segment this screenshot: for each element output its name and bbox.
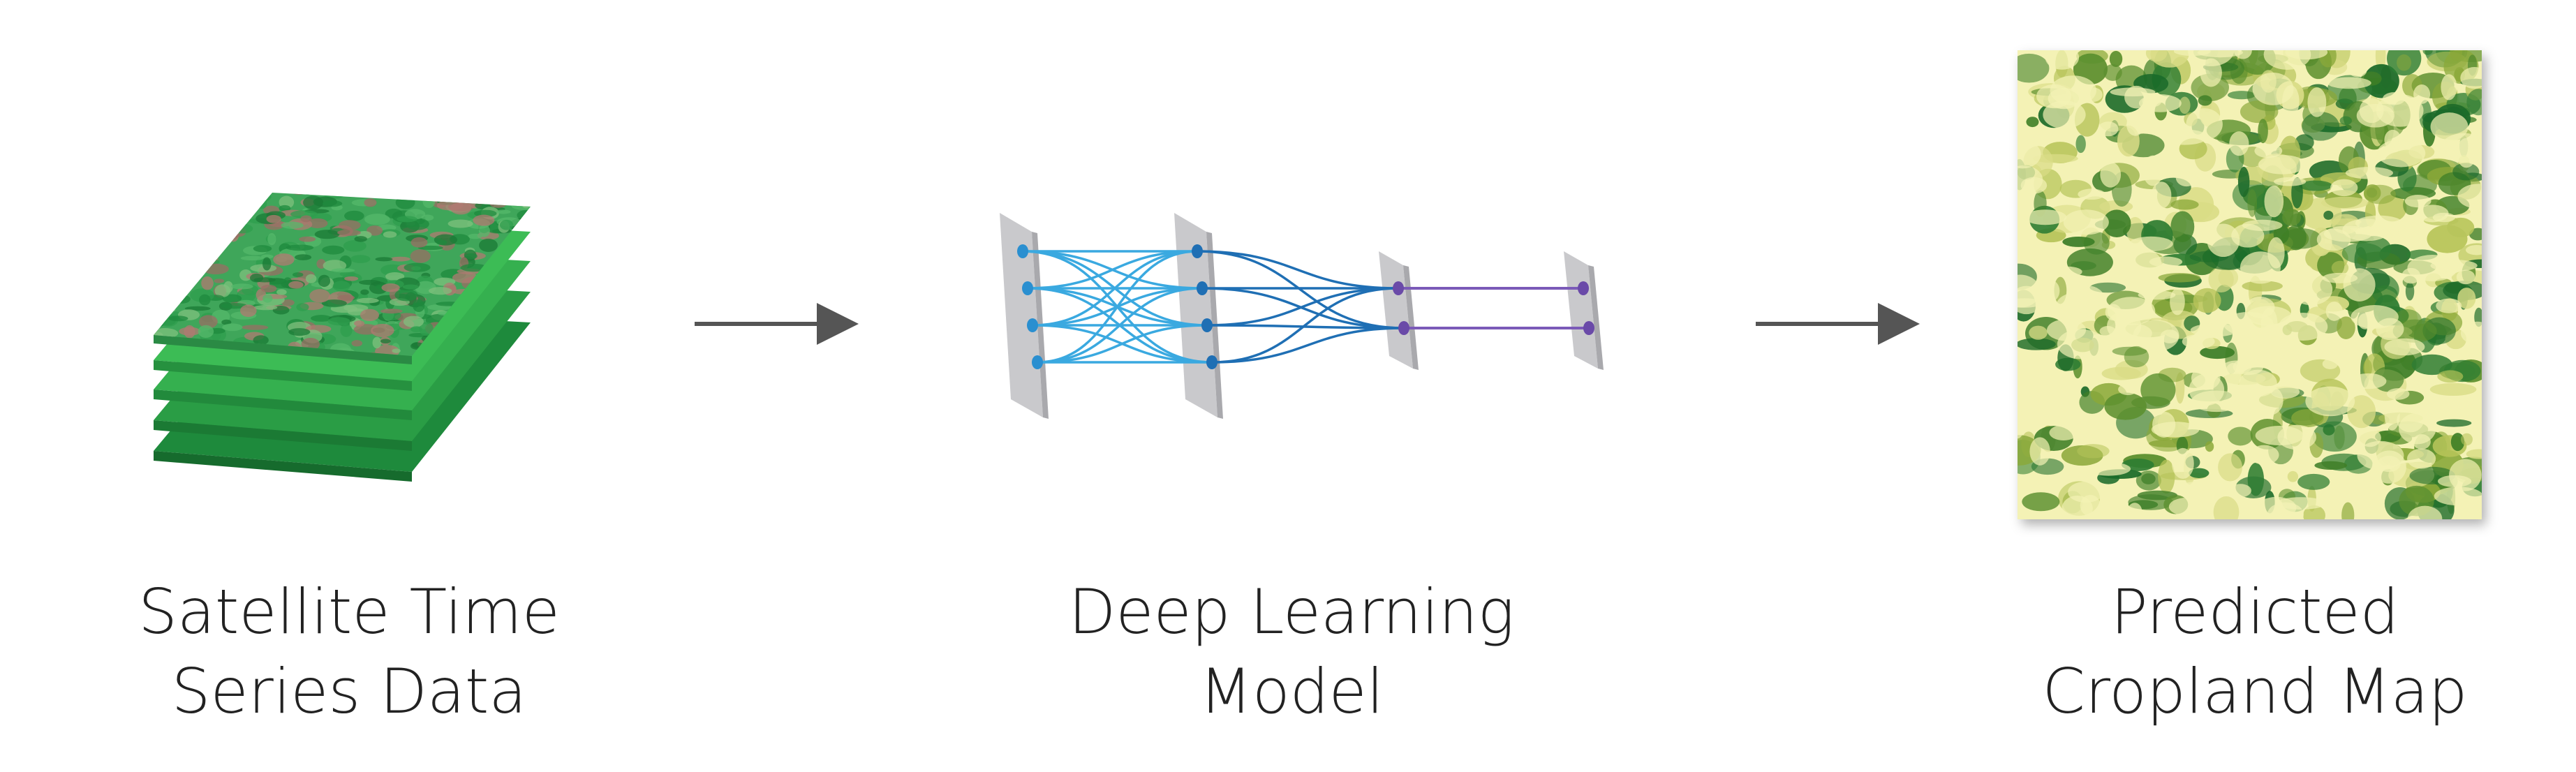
network-node (1393, 281, 1404, 295)
network-node (1583, 321, 1594, 335)
network-node (1027, 318, 1038, 332)
neural-network-icon (1000, 213, 1604, 419)
caption-line: Predicted (2110, 576, 2399, 648)
network-node (1032, 355, 1043, 369)
layered-satellite-image-stack-icon (154, 193, 531, 482)
deep-learning-model-caption: Deep Learning Model (1047, 572, 1536, 732)
caption-line: Series Data (171, 655, 527, 727)
network-layer-panel (1000, 213, 1049, 419)
caption-line: Satellite Time (138, 576, 560, 648)
network-node (1206, 355, 1217, 369)
network-node (1022, 281, 1033, 295)
network-node (1578, 281, 1589, 295)
network-node (1197, 281, 1208, 295)
caption-line: Model (1199, 655, 1384, 727)
network-layer-panel (1174, 213, 1223, 419)
predicted-map-caption: Predicted Cropland Map (2011, 572, 2499, 732)
network-node (1192, 244, 1203, 258)
satellite-data-caption: Satellite Time Series Data (105, 572, 593, 732)
cropland-map-image (2018, 50, 2482, 519)
network-layer-panel (1379, 251, 1419, 370)
caption-line: Deep Learning (1068, 576, 1515, 648)
network-node (1017, 244, 1028, 258)
network-node (1398, 321, 1409, 335)
network-layer-panel (1564, 251, 1604, 370)
network-node (1201, 318, 1213, 332)
caption-line: Cropland Map (2042, 655, 2468, 727)
